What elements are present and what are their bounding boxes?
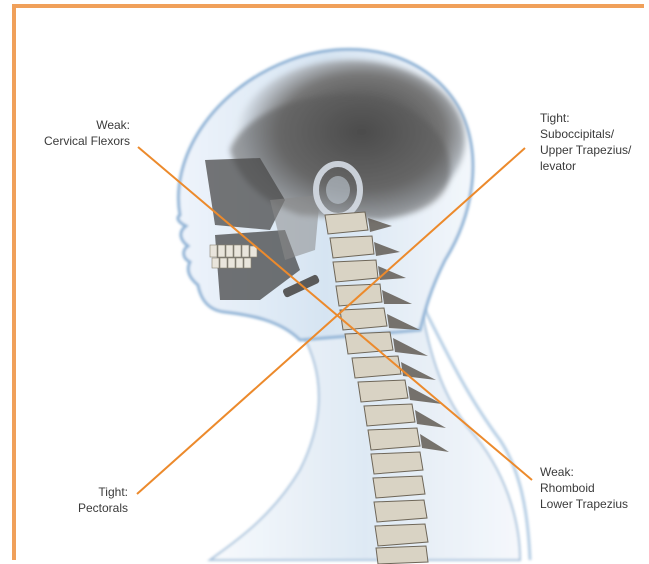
label-tight-pectorals: Tight: Pectorals [20, 484, 128, 516]
label-line: Lower Trapezius [540, 496, 628, 512]
label-line: Weak: [540, 464, 628, 480]
label-line: Rhomboid [540, 480, 628, 496]
label-weak-cervical-flexors: Weak: Cervical Flexors [20, 117, 130, 149]
label-line: Weak: [20, 117, 130, 133]
label-line: Pectorals [20, 500, 128, 516]
label-line: Upper Trapezius/ [540, 142, 631, 158]
label-line: Cervical Flexors [20, 133, 130, 149]
label-line: Tight: [540, 110, 631, 126]
label-line: Suboccipitals/ [540, 126, 631, 142]
label-tight-suboccipitals: Tight: Suboccipitals/ Upper Trapezius/ l… [540, 110, 631, 174]
label-line: levator [540, 158, 631, 174]
label-weak-rhomboid: Weak: Rhomboid Lower Trapezius [540, 464, 628, 512]
label-line: Tight: [20, 484, 128, 500]
